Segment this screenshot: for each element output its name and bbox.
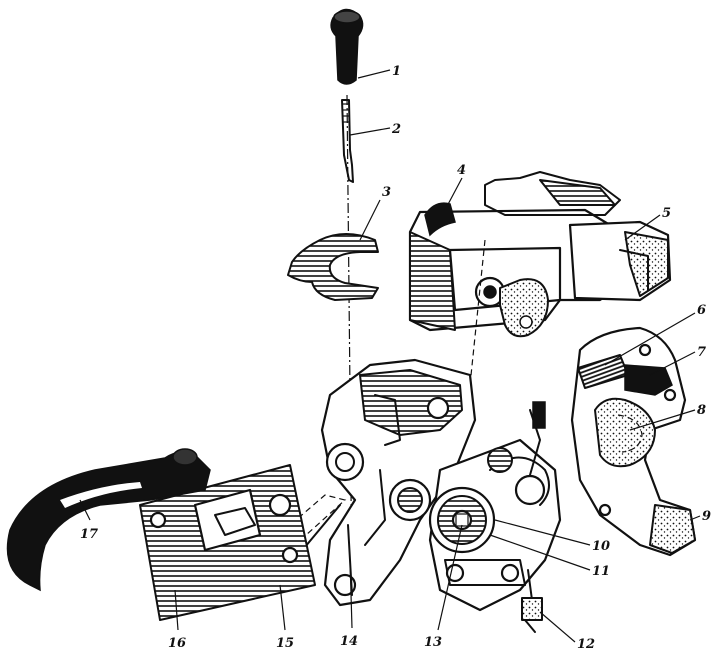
callout-7: 7 (697, 345, 706, 360)
pull-rod (341, 99, 354, 183)
spring-drum-unit (428, 401, 562, 633)
callout-17: 17 (80, 527, 98, 542)
callout-13: 13 (424, 635, 442, 650)
lock-button-knob (330, 8, 364, 85)
callout-14: 14 (340, 634, 358, 649)
latch-plate (570, 326, 697, 557)
callout-12: 12 (577, 637, 595, 652)
callout-6: 6 (697, 303, 706, 318)
callout-9: 9 (702, 509, 711, 524)
callout-2: 2 (391, 122, 401, 137)
lock-mechanism-plate (320, 358, 477, 607)
callout-5: 5 (662, 206, 671, 221)
retaining-clip (287, 233, 379, 301)
callout-10: 10 (592, 539, 610, 554)
rod-axis-line (346, 94, 353, 591)
leader-lines (79, 69, 701, 643)
callout-labels: 1 2 3 4 5 6 7 8 9 10 11 12 13 14 15 16 1… (80, 64, 711, 652)
outside-lock-housing (408, 171, 672, 386)
callout-4: 4 (457, 163, 466, 178)
callout-11: 11 (592, 564, 610, 579)
callout-3: 3 (382, 185, 391, 200)
escutcheon-plate (139, 464, 316, 621)
callout-16: 16 (168, 636, 186, 651)
callout-15: 15 (276, 636, 294, 651)
callout-8: 8 (697, 403, 706, 418)
callout-1: 1 (392, 64, 401, 79)
